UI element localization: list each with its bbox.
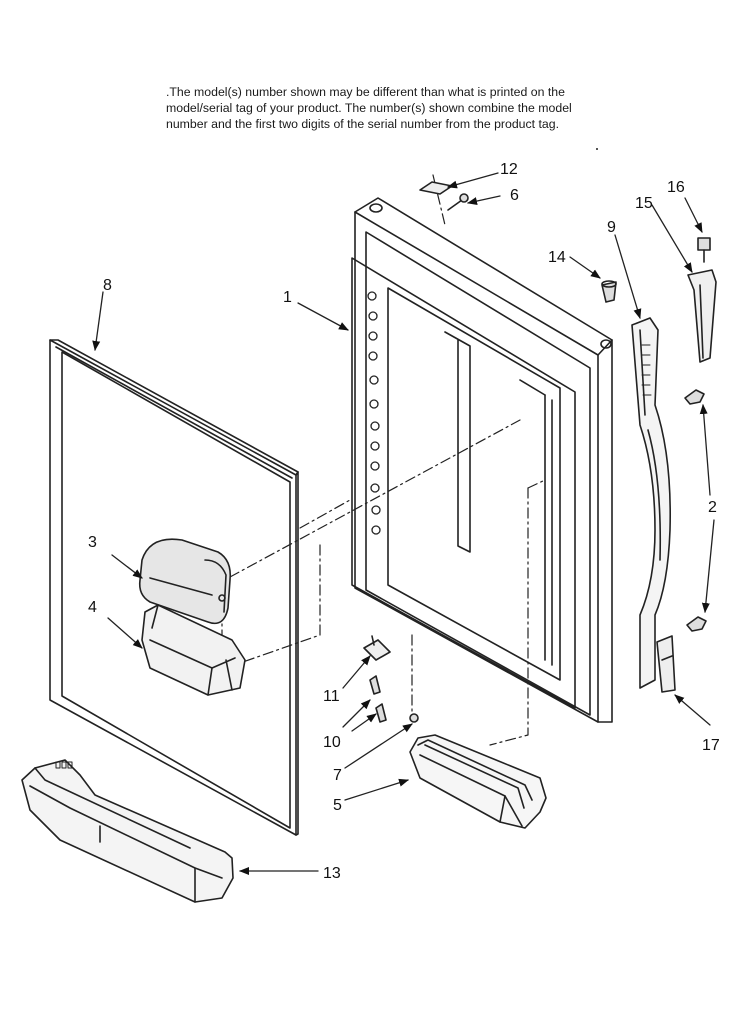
callout-8: 8 (103, 277, 112, 294)
door-bin-part-5 (409, 734, 547, 829)
plug-part-7 (409, 713, 419, 723)
callout-17: 17 (702, 737, 720, 754)
callout-labels: 1 2 3 4 5 6 7 8 9 10 11 12 13 14 15 16 1… (88, 161, 720, 882)
callout-16: 16 (667, 179, 685, 196)
dispenser-bin-part-4 (141, 604, 246, 696)
hinge-part-11 (363, 635, 391, 661)
callout-7: 7 (333, 767, 342, 784)
note-line-1: .The model(s) number shown may be differ… (166, 85, 565, 99)
note-line-3: number and the first two digits of the s… (166, 117, 560, 131)
dispenser-cover-part-3 (138, 538, 232, 625)
note-line-2: model/serial tag of your product. The nu… (166, 101, 572, 115)
model-number-note: .The model(s) number shown may be differ… (166, 84, 636, 132)
callout-10: 10 (323, 734, 341, 751)
callout-13: 13 (323, 865, 341, 882)
callout-14: 14 (548, 249, 566, 266)
gasket-part-12 (419, 181, 453, 195)
alignment-lines (221, 174, 546, 746)
screw-part-10-lower (375, 703, 387, 723)
trim-strip-part-15 (687, 269, 717, 363)
door-liner-part-1 (351, 197, 613, 723)
callout-9: 9 (607, 219, 616, 236)
callout-1: 1 (283, 289, 292, 306)
screw-part-16 (697, 237, 711, 263)
stray-dot (596, 148, 598, 150)
callout-2: 2 (708, 499, 717, 516)
handle-trim-part-17 (656, 635, 676, 693)
bushing-part-14 (601, 280, 617, 303)
callout-15: 15 (635, 195, 653, 212)
callout-3: 3 (88, 534, 97, 551)
screw-part-2-upper (684, 389, 705, 405)
screw-part-2-lower (686, 616, 707, 632)
pin-part-6 (447, 193, 469, 211)
callout-11: 11 (323, 688, 340, 705)
screw-part-10-upper (369, 675, 381, 695)
bottom-bin-part-13 (21, 759, 234, 903)
handle-assembly-part-9 (631, 317, 672, 689)
leader-arrows (92, 172, 715, 875)
callout-4: 4 (88, 599, 97, 616)
callout-12: 12 (500, 161, 518, 178)
callout-5: 5 (333, 797, 342, 814)
callout-6: 6 (510, 187, 519, 204)
